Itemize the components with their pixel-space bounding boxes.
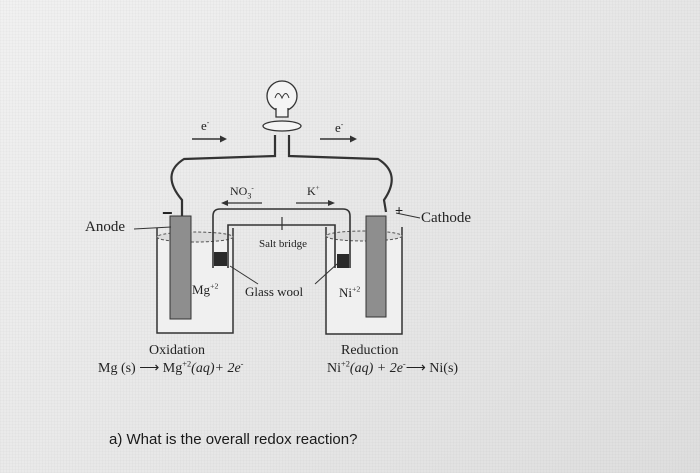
right-beaker bbox=[325, 227, 403, 335]
cathode-leader bbox=[395, 212, 421, 219]
external-wire bbox=[170, 135, 393, 228]
anion-label: NO3- bbox=[230, 184, 254, 201]
oxidation-title: Oxidation bbox=[149, 343, 205, 358]
salt-bridge-tube bbox=[212, 208, 351, 268]
glass-wool-label: Glass wool bbox=[245, 284, 304, 299]
anode-label: Anode bbox=[85, 219, 125, 235]
reduction-half-reaction: Ni+2(aq) + 2e-⟶ Ni(s) bbox=[327, 359, 459, 376]
oxidation-half-reaction: Mg (s) ⟶ Mg+2(aq)+ 2e- bbox=[98, 359, 244, 376]
salt-bridge-label: Salt bridge bbox=[259, 238, 307, 250]
magnesium-electrode bbox=[169, 215, 192, 320]
nickel-electrode bbox=[365, 215, 387, 318]
electron-label-left: e- bbox=[201, 117, 210, 133]
ni-ion-label: Ni+2 bbox=[339, 284, 361, 300]
cation-label: K+ bbox=[307, 184, 320, 198]
cathode-sign: + bbox=[395, 202, 403, 218]
light-bulb-icon bbox=[262, 80, 302, 132]
left-beaker bbox=[156, 228, 234, 334]
electron-label-right: e- bbox=[335, 119, 344, 135]
glass-wool-plug-right bbox=[337, 254, 349, 268]
anode-sign: − bbox=[162, 203, 173, 223]
mg-ion-label: Mg+2 bbox=[192, 281, 219, 297]
reduction-title: Reduction bbox=[341, 343, 399, 358]
question-text: a) What is the overall redox reaction? bbox=[109, 431, 358, 448]
cathode-label: Cathode bbox=[421, 210, 471, 226]
anode-leader bbox=[133, 226, 172, 230]
glass-wool-plug-left bbox=[214, 252, 227, 266]
